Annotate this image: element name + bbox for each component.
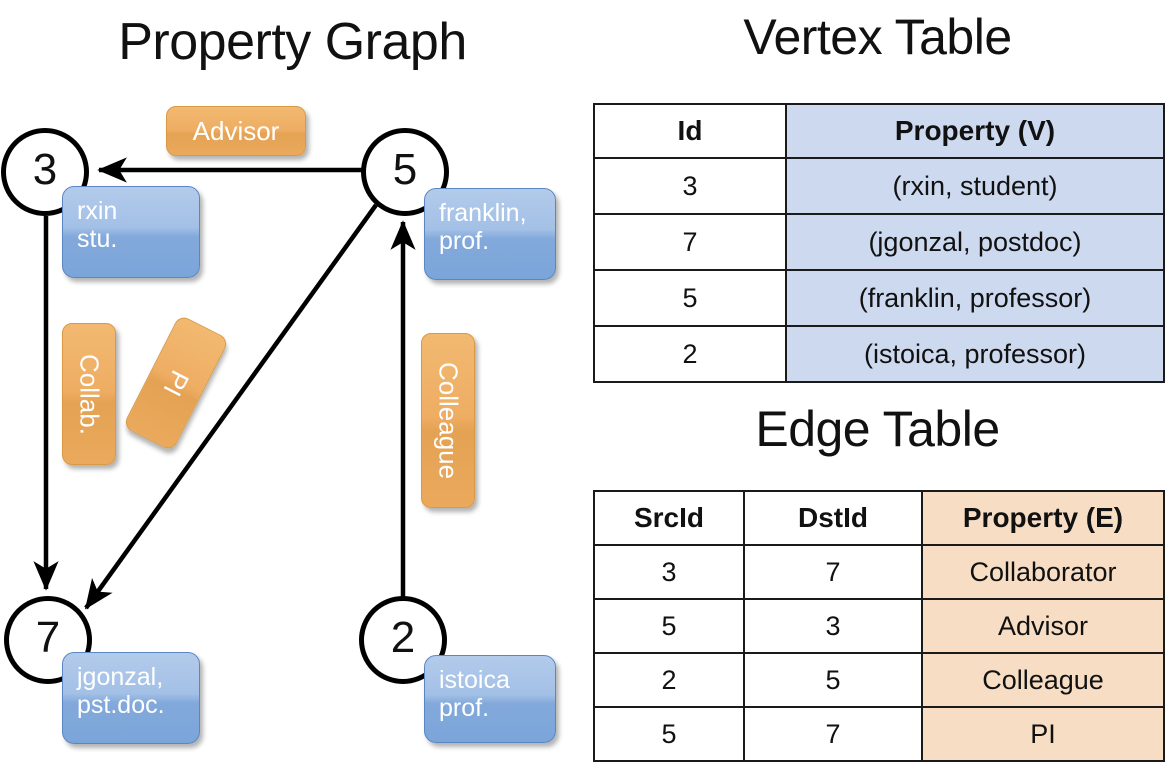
edge-cell-dstid: 7 (743, 544, 923, 600)
graph-node-5[interactable]: 5 (361, 128, 449, 216)
edge-cell-property: Colleague (921, 652, 1165, 708)
vertex-cell-property: (jgonzal, postdoc) (785, 213, 1165, 271)
edge-cell-srcid: 5 (593, 598, 745, 654)
edge-5-to-7 (84, 203, 378, 610)
vertex-cell-id: 2 (593, 325, 787, 383)
vertex-property-box-5: franklin, prof. (424, 188, 556, 280)
vertex-property-box-5-line2: prof. (439, 227, 490, 255)
graph-edges-layer (33, 157, 416, 610)
vertex-property-box-7-line1: jgonzal, (77, 663, 164, 691)
vertex-cell-id: 7 (593, 213, 787, 271)
edge-cell-srcid: 5 (593, 706, 745, 762)
vertex-table-header-property: Property (V) (785, 103, 1165, 159)
table-row[interactable]: 5 7 PI (593, 706, 1165, 762)
vertex-property-box-7: jgonzal, pst.doc. (62, 652, 200, 744)
edge-cell-property: PI (921, 706, 1165, 762)
table-row[interactable]: 7 (jgonzal, postdoc) (593, 213, 1165, 271)
edge-cell-srcid: 3 (593, 544, 745, 600)
edge-label-collab: Collab. (62, 323, 116, 465)
edge-cell-property: Advisor (921, 598, 1165, 654)
table-row[interactable]: 3 7 Collaborator (593, 544, 1165, 600)
graph-node-2[interactable]: 2 (359, 596, 447, 684)
edge-cell-dstid: 3 (743, 598, 923, 654)
vertex-cell-property: (franklin, professor) (785, 269, 1165, 327)
edge-label-collab-text: Collab. (74, 353, 105, 435)
vertex-property-box-7-line2: pst.doc. (77, 691, 165, 719)
page-title-property-graph: Property Graph (118, 13, 467, 71)
edge-table-header-srcid: SrcId (593, 490, 745, 546)
vertex-property-box-2-line1: istoica (439, 666, 510, 694)
vertex-property-box-3-line1: rxin (77, 197, 118, 225)
vertex-cell-property: (istoica, professor) (785, 325, 1165, 383)
table-row[interactable]: 3 (rxin, student) (593, 157, 1165, 215)
vertex-table-header-row: Id Property (V) (593, 103, 1165, 159)
vertex-property-box-5-line1: franklin, (439, 199, 527, 227)
vertex-cell-id: 5 (593, 269, 787, 327)
edge-table-header-row: SrcId DstId Property (E) (593, 490, 1165, 546)
vertex-cell-property: (rxin, student) (785, 157, 1165, 215)
edge-label-advisor: Advisor (166, 106, 306, 156)
vertex-table-header-id: Id (593, 103, 787, 159)
edge-table: SrcId DstId Property (E) 3 7 Collaborato… (593, 490, 1165, 762)
edge-label-colleague: Colleague (421, 333, 475, 508)
vertex-cell-id: 3 (593, 157, 787, 215)
edge-cell-dstid: 5 (743, 652, 923, 708)
table-row[interactable]: 5 3 Advisor (593, 598, 1165, 654)
vertex-property-box-2: istoica prof. (424, 655, 556, 743)
table-row[interactable]: 5 (franklin, professor) (593, 269, 1165, 327)
edge-cell-property: Collaborator (921, 544, 1165, 600)
edge-table-header-dstid: DstId (743, 490, 923, 546)
graph-node-7-label: 7 (35, 613, 61, 662)
table-row[interactable]: 2 (istoica, professor) (593, 325, 1165, 383)
edge-cell-srcid: 2 (593, 652, 745, 708)
edge-label-colleague-text: Colleague (433, 361, 464, 480)
edge-table-header-property: Property (E) (921, 490, 1165, 546)
page-title-edge-table: Edge Table (755, 401, 1000, 457)
page-title-vertex-table: Vertex Table (743, 9, 1012, 65)
vertex-table: Id Property (V) 3 (rxin, student) 7 (jgo… (593, 103, 1165, 383)
vertex-property-box-2-line2: prof. (439, 694, 490, 722)
graph-node-3-label: 3 (32, 145, 58, 194)
graph-node-5-label: 5 (392, 145, 418, 194)
edge-label-advisor-text: Advisor (192, 115, 280, 146)
edge-label-pi-text: PI (157, 365, 196, 401)
vertex-property-box-3-line2: stu. (77, 225, 118, 253)
graph-node-2-label: 2 (390, 613, 416, 662)
edge-cell-dstid: 7 (743, 706, 923, 762)
table-row[interactable]: 2 5 Colleague (593, 652, 1165, 708)
vertex-property-box-3: rxin stu. (62, 186, 200, 278)
